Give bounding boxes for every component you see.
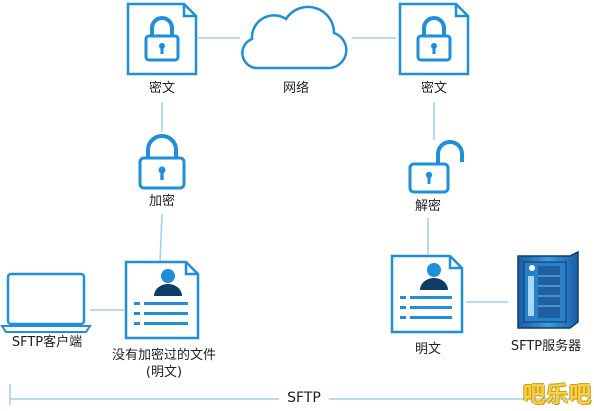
server-rack-icon bbox=[517, 250, 579, 329]
label-client: SFTP客户端 bbox=[11, 335, 83, 350]
label-unencrypted-file-line2: (明文) bbox=[145, 365, 183, 380]
label-network: 网络 bbox=[282, 81, 310, 96]
label-plaintext: 明文 bbox=[414, 342, 442, 357]
watermark: 吧乐吧 bbox=[522, 383, 592, 408]
label-cipher-left: 密文 bbox=[148, 81, 176, 96]
label-protocol: SFTP bbox=[279, 390, 329, 407]
person-document-icon bbox=[124, 260, 200, 340]
laptop-icon bbox=[0, 272, 92, 333]
label-server: SFTP服务器 bbox=[510, 339, 582, 354]
label-encrypt: 加密 bbox=[148, 194, 176, 209]
person-document-icon bbox=[390, 254, 464, 334]
label-unencrypted-file: 没有加密过的文件 (明文) bbox=[112, 347, 216, 381]
label-decrypt: 解密 bbox=[414, 199, 442, 214]
locked-document-icon bbox=[126, 2, 198, 76]
label-unencrypted-file-line1: 没有加密过的文件 bbox=[111, 348, 217, 363]
locked-document-icon bbox=[398, 2, 470, 76]
open-padlock-icon bbox=[408, 140, 464, 194]
closed-padlock-icon bbox=[138, 134, 186, 190]
cloud-icon bbox=[241, 5, 348, 70]
line-encrypt-down bbox=[159, 213, 163, 263]
label-cipher-right: 密文 bbox=[420, 81, 448, 96]
